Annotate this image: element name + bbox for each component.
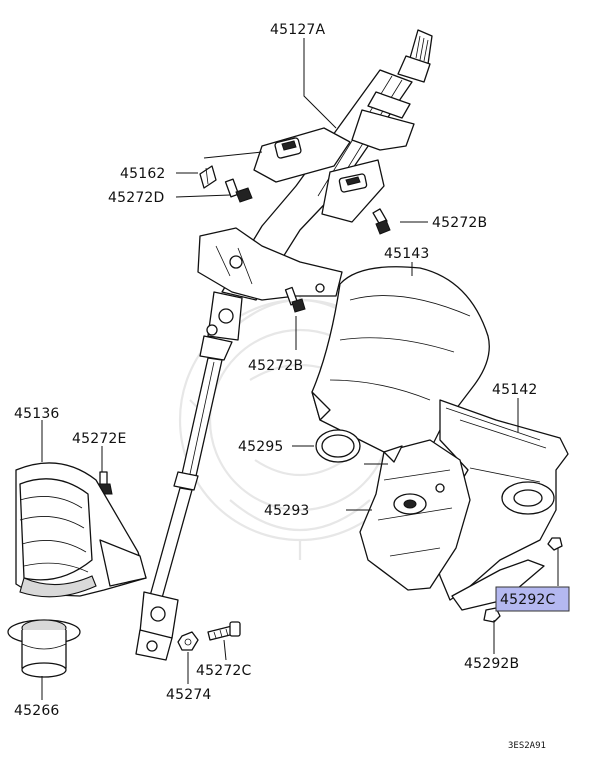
lower-cover-45142[interactable]	[429, 399, 569, 611]
screw-45292C-fastener[interactable]	[547, 537, 563, 551]
steering-column-45127A[interactable]	[197, 29, 433, 301]
boot-45136[interactable]	[15, 462, 147, 598]
label-45272C[interactable]: 45272C	[196, 663, 252, 679]
drawing-code: 3ES2A91	[508, 741, 546, 751]
label-45292B[interactable]: 45292B	[464, 656, 519, 672]
bolt-45272B-top[interactable]	[372, 208, 391, 235]
grommet-45295[interactable]	[315, 429, 361, 463]
label-45266[interactable]: 45266	[14, 703, 60, 719]
bolt-45272C[interactable]	[207, 621, 241, 641]
label-45292C[interactable]: 45292C	[500, 592, 556, 608]
label-45127A[interactable]: 45127A	[270, 22, 326, 38]
label-45142[interactable]: 45142	[492, 382, 538, 398]
part-labels: 45127A 45162 45272D 45272B 45143 45272B …	[14, 22, 556, 751]
label-45295[interactable]: 45295	[238, 439, 284, 455]
label-45143[interactable]: 45143	[384, 246, 430, 262]
label-45274[interactable]: 45274	[166, 687, 212, 703]
clip-45162[interactable]	[199, 165, 217, 189]
seal-45266[interactable]	[7, 619, 81, 678]
label-45272B-top[interactable]: 45272B	[432, 215, 487, 231]
bolt-45272B-mid[interactable]	[284, 286, 306, 313]
label-45272B-mid[interactable]: 45272B	[248, 358, 303, 374]
lower-cover-45293[interactable]	[359, 439, 471, 591]
highlight-box-45292C	[495, 586, 570, 612]
leader-lines	[41, 38, 559, 700]
bolt-45272D[interactable]	[224, 178, 253, 203]
label-45272E[interactable]: 45272E	[72, 431, 127, 447]
nut-45274[interactable]	[177, 631, 199, 651]
label-45162[interactable]: 45162	[120, 166, 166, 182]
label-45272D[interactable]: 45272D	[108, 190, 165, 206]
label-45293[interactable]: 45293	[264, 503, 310, 519]
intermediate-shaft[interactable]	[135, 291, 243, 661]
label-45136[interactable]: 45136	[14, 406, 60, 422]
